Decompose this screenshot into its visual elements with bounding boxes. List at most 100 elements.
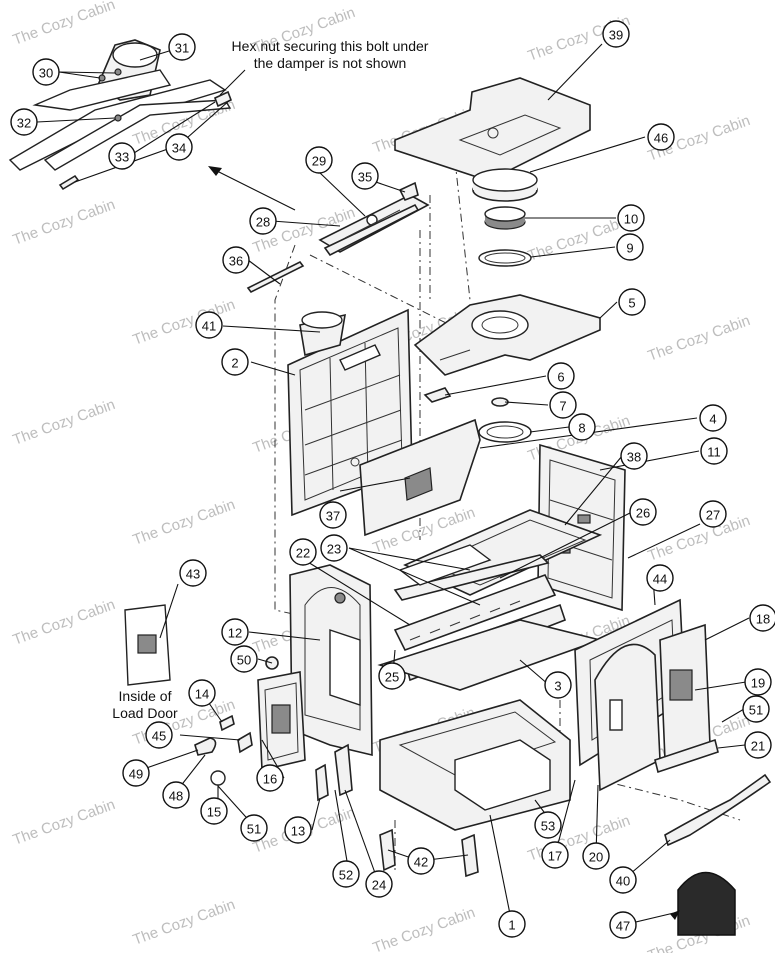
callout-number: 16 <box>263 772 277 787</box>
callout-number: 6 <box>557 370 564 385</box>
callout-number: 39 <box>609 28 623 43</box>
callout-12: 12 <box>221 618 249 646</box>
hex-nut-note-line-2: the damper is not shown <box>253 55 407 71</box>
callout-number: 37 <box>326 509 340 524</box>
callout-number: 12 <box>228 626 242 641</box>
damper-arrow-head <box>208 166 222 176</box>
callout-number: 33 <box>115 150 129 165</box>
callout-circle <box>547 362 575 390</box>
callout-10: 10 <box>617 204 645 232</box>
callout-47: 47 <box>609 911 637 939</box>
watermark-text: The Cozy Cabin <box>646 512 753 565</box>
callout-number: 14 <box>195 687 209 702</box>
callout-number: 28 <box>256 215 270 230</box>
callout-number: 5 <box>628 296 635 311</box>
callout-number: 43 <box>186 567 200 582</box>
callout-45: 45 <box>145 721 173 749</box>
callout-number: 1 <box>508 918 515 933</box>
callout-number: 23 <box>327 542 341 557</box>
callout-9: 9 <box>616 233 644 261</box>
callout-8: 8 <box>568 413 596 441</box>
callout-number: 35 <box>358 170 372 185</box>
callout-5: 5 <box>618 288 646 316</box>
callout-32: 32 <box>10 108 38 136</box>
part-43-door-inside <box>124 604 171 686</box>
callout-50: 50 <box>230 645 258 673</box>
callout-number: 4 <box>709 412 716 427</box>
callout-number: 26 <box>636 506 650 521</box>
callout-2: 2 <box>221 348 249 376</box>
damper-inset <box>8 39 233 191</box>
callout-circle <box>289 538 317 566</box>
callout-number: 19 <box>751 676 765 691</box>
callout-circle <box>544 671 572 699</box>
callout-number: 21 <box>751 739 765 754</box>
callout-number: 48 <box>169 789 183 804</box>
part-18-right-door <box>594 623 711 792</box>
callout-number: 20 <box>589 850 603 865</box>
part-6-latch <box>423 387 452 403</box>
callout-number: 30 <box>39 66 53 81</box>
callout-circle <box>699 404 727 432</box>
damper-arrow-line <box>214 169 296 211</box>
callout-13: 13 <box>284 816 312 844</box>
callout-number: 46 <box>654 131 668 146</box>
callout-49: 49 <box>122 759 150 787</box>
callout-15: 15 <box>200 797 228 825</box>
callout-23: 23 <box>320 534 348 562</box>
callout-circle <box>700 437 728 465</box>
callout-21: 21 <box>744 731 772 759</box>
callout-46: 46 <box>647 123 675 151</box>
callout-number: 11 <box>707 445 721 460</box>
watermark-text: The Cozy Cabin <box>646 312 753 365</box>
callout-circle <box>230 645 258 673</box>
callout-43: 43 <box>179 559 207 587</box>
callout-number: 41 <box>202 319 216 334</box>
part-47-arrow-head <box>670 910 680 920</box>
callout-circle <box>145 721 173 749</box>
callout-circle <box>10 108 38 136</box>
callout-number: 3 <box>554 679 561 694</box>
callout-24: 24 <box>365 870 393 898</box>
callout-circle <box>249 207 277 235</box>
load-door-note: Inside of Load Door <box>80 688 210 722</box>
callout-circle <box>256 764 284 792</box>
callout-circle <box>617 204 645 232</box>
part-39-top-plate <box>394 77 591 179</box>
callout-26: 26 <box>629 498 657 526</box>
watermark-text: The Cozy Cabin <box>11 0 118 49</box>
callout-number: 13 <box>291 824 305 839</box>
callout-25: 25 <box>378 662 406 690</box>
callout-circle <box>305 146 333 174</box>
callout-circle <box>749 604 775 632</box>
callout-circle <box>646 564 674 592</box>
callout-20: 20 <box>582 842 610 870</box>
callout-number: 8 <box>578 421 585 436</box>
callout-number: 9 <box>626 241 633 256</box>
callout-27: 27 <box>699 500 727 528</box>
callout-number: 38 <box>627 450 641 465</box>
hex-nut-note-line-1: Hex nut securing this bolt under <box>231 38 429 54</box>
watermark-text: The Cozy Cabin <box>526 212 633 265</box>
callout-39: 39 <box>602 20 630 48</box>
callout-circle <box>200 797 228 825</box>
callout-number: 22 <box>296 546 310 561</box>
callout-circle <box>498 910 526 938</box>
callout-circle <box>162 781 190 809</box>
callout-circle <box>320 534 348 562</box>
callout-number: 51 <box>247 822 261 837</box>
callout-circle <box>742 695 770 723</box>
callout-circle <box>629 498 657 526</box>
callout-6: 6 <box>547 362 575 390</box>
callout-circle <box>616 233 644 261</box>
callout-number: 7 <box>559 399 566 414</box>
callout-circle <box>620 442 648 470</box>
callout-circle <box>108 142 136 170</box>
callout-51: 51 <box>240 814 268 842</box>
callout-circle <box>240 814 268 842</box>
part-10-gasket <box>484 206 526 230</box>
callout-38: 38 <box>620 442 648 470</box>
callout-14: 14 <box>188 679 216 707</box>
watermark-text: The Cozy Cabin <box>131 496 238 549</box>
callout-number: 32 <box>17 116 31 131</box>
